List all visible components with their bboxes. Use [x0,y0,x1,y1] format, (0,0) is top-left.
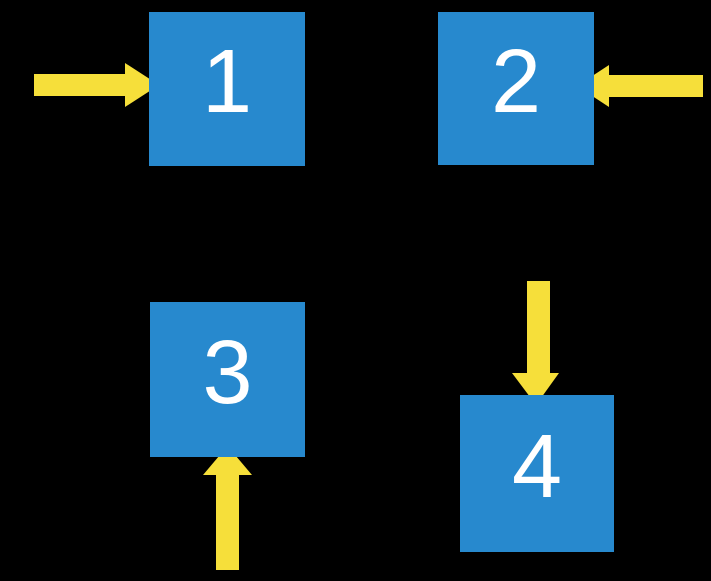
box-4-label: 4 [511,416,563,517]
box-3-label: 3 [202,322,253,423]
arrow-left-icon [577,65,703,107]
arrow-up-icon [203,446,252,570]
arrow-right-icon [34,63,159,107]
numbered-box-1: 1 [149,12,305,166]
arrow-down-icon [512,281,559,405]
numbered-box-4: 4 [460,395,614,552]
numbered-box-2: 2 [438,12,594,165]
box-1-label: 1 [201,32,253,132]
box-2-label: 2 [490,31,542,132]
numbered-box-3: 3 [150,302,305,457]
